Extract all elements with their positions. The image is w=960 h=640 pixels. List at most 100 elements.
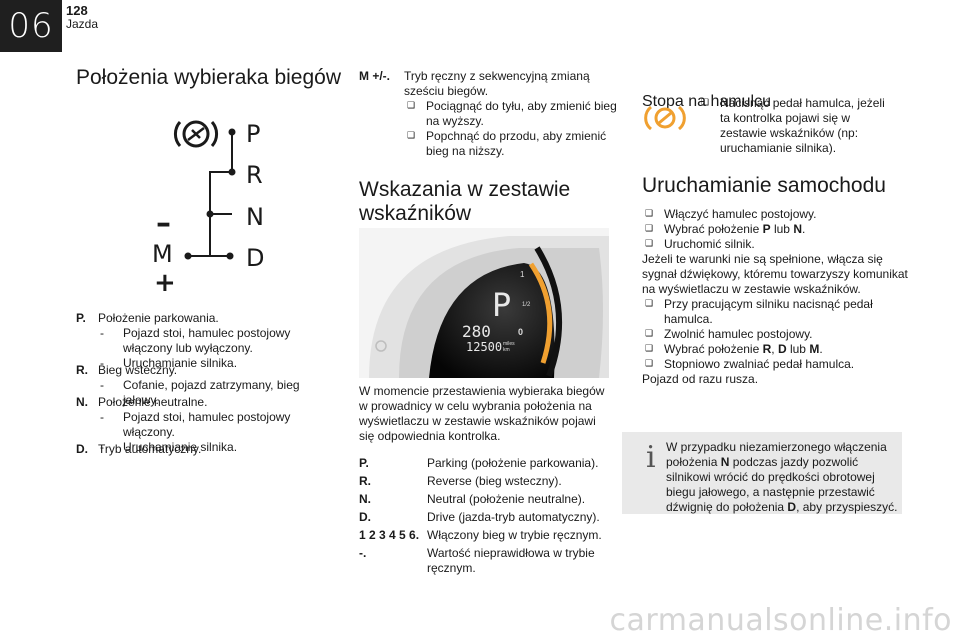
definition-key: D. xyxy=(76,442,88,456)
gear-letter: D xyxy=(777,342,787,356)
table-value: Włączony bieg w trybie ręcznym. xyxy=(427,528,602,542)
text-fragment: . xyxy=(801,222,806,236)
info-icon: i xyxy=(646,440,656,475)
table-value: Wartość nieprawidłowa w trybie ręcznym. xyxy=(427,546,595,575)
section-title-cluster: Wskazania w zestawie wskaźników xyxy=(359,178,571,225)
gear-letter: M xyxy=(809,342,820,356)
definition-n: N. Położenie neutralne. Pojazd stoi, hamu… xyxy=(76,395,341,455)
manual-mode-bullet: Popchnąć do przodu, aby zmienić bieg na … xyxy=(404,129,619,159)
definition-text: Położenie neutralne. xyxy=(98,395,208,409)
step-bullet: Zwolnić hamulec postojowy. xyxy=(642,327,912,342)
brake-instruction: Nacisnąć pedał hamulca, jeżeli ta kontro… xyxy=(698,96,898,156)
text-fragment: . xyxy=(819,342,823,356)
manual-mode-block: M +/-. Tryb ręczny z sekwencyjną zmianą … xyxy=(359,69,619,159)
manual-mode-key: M +/-. xyxy=(359,69,391,83)
step-bullet: Wybrać położenie P lub N. xyxy=(642,222,912,237)
cluster-unit-km: km xyxy=(503,347,510,353)
info-note-text: W przypadku niezamierzonego włączenia po… xyxy=(666,440,898,515)
cluster-scale-mid: 1/2 xyxy=(522,302,531,308)
brake-foot-icon xyxy=(642,103,688,133)
text-fragment: Wybrać położenie xyxy=(664,222,763,236)
cluster-speed-readout: 280 xyxy=(462,322,491,341)
selector-letter-n: N xyxy=(246,203,264,231)
table-value: Neutral (położenie neutralne). xyxy=(427,492,586,506)
gear-letter: R xyxy=(762,342,772,356)
cluster-odometer: 12500 xyxy=(466,340,503,354)
step-bullet: Przy pracującym silniku nacisnąć pedał h… xyxy=(642,297,912,327)
gear-letter: P xyxy=(762,222,771,236)
gear-selector-diagram xyxy=(150,116,290,296)
chapter-name: Jazda xyxy=(66,17,99,31)
definition-text: Tryb automatyczny. xyxy=(98,442,202,456)
starting-steps: Włączyć hamulec postojowy.Wybrać położen… xyxy=(642,207,912,387)
table-key: R. xyxy=(359,474,371,488)
step-bullet: Wybrać położenie R, D lub M. xyxy=(642,342,912,357)
minus-sign: – xyxy=(156,206,171,241)
text-fragment: lub xyxy=(770,222,794,236)
selector-letter-r: R xyxy=(246,161,263,189)
instrument-cluster-graphic xyxy=(359,228,609,378)
text-fragment: podczas jazdy pozwolić silnikowi wrócić … xyxy=(666,455,875,514)
step-bullet: Włączyć hamulec postojowy. xyxy=(642,207,912,222)
instrument-cluster-image xyxy=(359,228,609,378)
text-fragment: Wybrać położenie xyxy=(664,342,763,356)
table-key: -. xyxy=(359,546,367,560)
step-bullet: Stopniowo zwalniać pedał hamulca. xyxy=(642,357,912,372)
table-key: N. xyxy=(359,492,371,506)
gear-letter: N xyxy=(720,455,730,469)
cluster-gear-indicator: P xyxy=(492,286,512,324)
watermark: carmanualsonline.info xyxy=(609,603,952,638)
plus-sign: + xyxy=(154,268,176,298)
definition-key: R. xyxy=(76,363,88,377)
cluster-paragraph: W momencie przestawienia wybieraka biegó… xyxy=(359,384,605,443)
cluster-scale-bottom: 0 xyxy=(518,327,524,337)
definition-d: D. Tryb automatyczny. xyxy=(76,442,336,457)
table-value: Drive (jazda-tryb automatyczny). xyxy=(427,510,600,524)
section-title-starting: Uruchamianie samochodu xyxy=(642,174,886,197)
cluster-unit-miles: miles xyxy=(503,341,515,347)
definition-sub: Pojazd stoi, hamulec postojowy włączony. xyxy=(98,410,341,440)
step-bullet: Uruchomić silnik. xyxy=(642,237,912,252)
definition-text: Położenie parkowania. xyxy=(98,311,219,325)
manual-letter-m: M xyxy=(152,240,173,268)
text-fragment: , aby przyspieszyć. xyxy=(796,500,898,514)
table-key: D. xyxy=(359,510,371,524)
definition-p: P. Położenie parkowania. Pojazd stoi, ham… xyxy=(76,311,336,371)
selector-letter-d: D xyxy=(246,244,265,272)
text-fragment: Włączyć hamulec postojowy. xyxy=(664,207,817,221)
text-fragment: Stopniowo zwalniać pedał hamulca. xyxy=(664,357,855,371)
section-title-gear-positions: Położenia wybieraka biegów xyxy=(76,66,341,89)
page-number: 128 xyxy=(66,3,88,18)
gear-letter: N xyxy=(793,222,802,236)
text-fragment: Pojazd od razu rusza. xyxy=(642,372,759,386)
definition-text: Bieg wsteczny. xyxy=(98,363,178,377)
definition-sub: Pojazd stoi, hamulec postojowy włączony … xyxy=(98,326,336,356)
table-value: Parking (położenie parkowania). xyxy=(427,456,599,470)
selector-letter-p: P xyxy=(246,120,261,148)
definition-sub: Uruchamianie silnika. xyxy=(98,356,336,371)
manual-mode-text: Tryb ręczny z sekwencyjną zmianą sześciu… xyxy=(404,69,590,98)
definition-key: P. xyxy=(76,311,86,325)
table-key: P. xyxy=(359,456,369,470)
definition-key: N. xyxy=(76,395,88,409)
step-text: Pojazd od razu rusza. xyxy=(642,372,912,387)
definition-sub: Uruchamianie silnika. xyxy=(98,440,341,455)
chapter-tab: 06 xyxy=(0,0,62,52)
definition-sub: Cofanie, pojazd zatrzymany, bieg jałowy. xyxy=(98,378,336,408)
info-note xyxy=(622,432,902,514)
text-fragment: Jeżeli te warunki nie są spełnione, włąc… xyxy=(642,252,908,296)
text-fragment: Zwolnić hamulec postojowy. xyxy=(664,327,813,341)
step-text: Jeżeli te warunki nie są spełnione, włąc… xyxy=(642,252,912,297)
text-fragment: , xyxy=(771,342,778,356)
gear-letter: D xyxy=(787,500,797,514)
cluster-scale-top: 1 xyxy=(520,270,525,279)
text-fragment: lub xyxy=(786,342,810,356)
text-fragment: W przypadku niezamierzonego włączenia po… xyxy=(666,440,887,469)
table-key: 1 2 3 4 5 6. xyxy=(359,528,420,542)
text-fragment: Przy pracującym silniku nacisnąć pedał h… xyxy=(664,297,873,326)
definition-r: R. Bieg wsteczny. Cofanie, pojazd zatrzym… xyxy=(76,363,336,408)
text-fragment: Uruchomić silnik. xyxy=(664,237,755,251)
brake-warning-icon xyxy=(173,120,219,148)
gear-gate-graphic xyxy=(173,120,236,260)
table-value: Reverse (bieg wsteczny). xyxy=(427,474,562,488)
